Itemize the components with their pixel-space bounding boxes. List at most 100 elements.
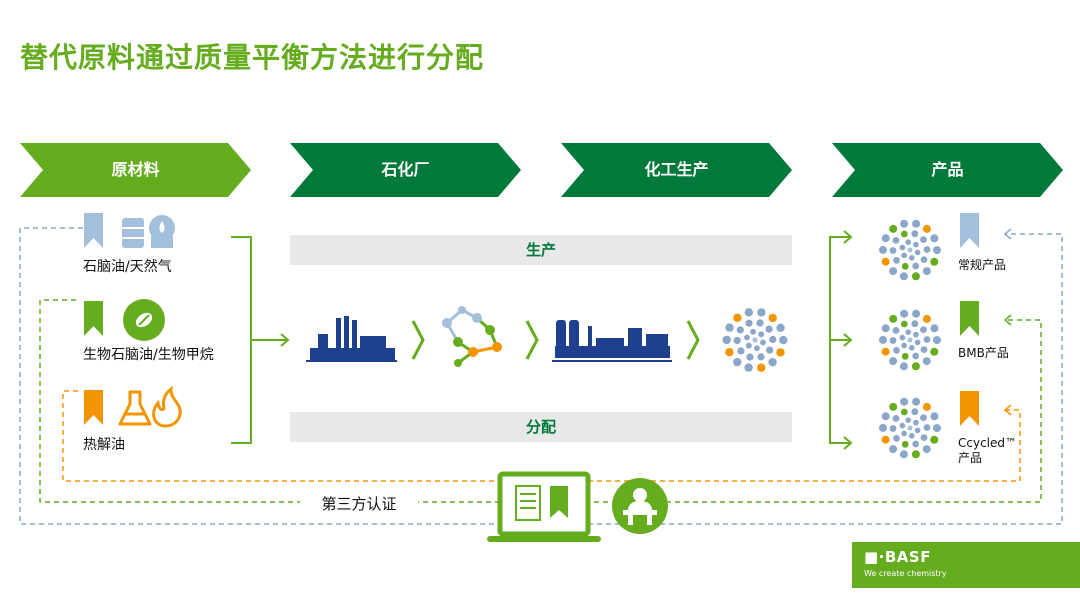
molecule-dot <box>760 339 766 346</box>
molecule-dot <box>930 435 939 444</box>
molecule-dot <box>901 252 907 259</box>
molecule-dot <box>911 272 920 281</box>
molecule-dot <box>923 246 931 253</box>
molecule-dot <box>889 224 898 233</box>
stage-chevron-1 <box>20 143 251 197</box>
molecule-dot <box>914 339 921 346</box>
molecule-dot <box>907 425 913 431</box>
molecule-dot <box>933 336 941 345</box>
molecule-sphere-icon-conventional <box>879 219 941 281</box>
molecule-dot <box>879 245 887 254</box>
molecule-dot <box>899 244 906 251</box>
molecule-dot <box>899 450 908 459</box>
molecule-sphere-icon-ccycled <box>879 397 941 459</box>
molecule-dot <box>923 336 931 343</box>
molecule-dot <box>907 337 913 343</box>
molecule-dot <box>922 445 931 454</box>
molecule-dot <box>899 362 908 371</box>
molecule-dot <box>922 402 931 411</box>
basf-tagline: We create chemistry <box>864 569 947 578</box>
molecule-dot <box>913 419 919 426</box>
feedstock-label-naphtha-gas: 石脑油/天然气 <box>83 259 172 275</box>
molecule-dot <box>881 257 890 266</box>
molecule-dot <box>933 424 941 433</box>
molecule-dot <box>733 313 742 322</box>
molecule-dot <box>912 219 921 228</box>
molecule-dot <box>881 234 890 243</box>
molecule-dot <box>736 326 744 334</box>
bookmark-icon-conventional-product <box>960 213 979 248</box>
molecule-dot <box>889 425 897 432</box>
stage-chevron-2 <box>290 143 521 197</box>
product-label-ccycled: Ccycled™ <box>958 436 1018 450</box>
molecule-dot <box>757 353 765 361</box>
molecule-dot <box>776 348 785 357</box>
molecule-dot <box>725 348 734 357</box>
molecule-dot <box>750 328 756 335</box>
molecule-dot <box>745 342 752 349</box>
molecule-dot <box>901 430 907 437</box>
production-band-label: 生产 <box>525 241 556 259</box>
molecule-dot <box>922 224 931 233</box>
molecule-dot <box>912 262 920 270</box>
molecule-dot <box>881 347 890 356</box>
molecule-dot <box>901 352 909 360</box>
third-party-certification-label: 第三方认证 <box>300 494 418 514</box>
molecule-dot <box>911 230 919 238</box>
feedstock-label-bio-naphtha: 生物石脑油/生物甲烷 <box>83 347 214 363</box>
molecule-dot <box>745 319 753 327</box>
molecule-dot <box>922 357 931 366</box>
molecule-dot <box>893 257 900 264</box>
molecule-dot <box>766 346 774 354</box>
molecule-dot <box>758 331 765 338</box>
molecule-dot <box>922 267 931 276</box>
molecule-network-icon <box>442 306 502 367</box>
distribution-band-label: 分配 <box>525 418 556 436</box>
molecule-dot <box>900 309 909 318</box>
molecule-dot <box>733 357 742 367</box>
molecule-sphere-icon-intermediate <box>722 308 788 372</box>
molecule-dot <box>733 336 741 345</box>
molecule-dot <box>901 342 907 349</box>
molecule-dot <box>911 362 920 371</box>
molecule-dot <box>901 440 909 448</box>
molecule-dot <box>914 249 921 256</box>
molecule-dot <box>776 323 785 332</box>
gas-tank-icon <box>149 215 175 248</box>
molecule-dot <box>768 358 777 367</box>
molecule-dot <box>900 408 908 416</box>
molecule-dot <box>889 337 897 344</box>
molecule-dot <box>879 423 887 432</box>
molecule-dot <box>901 262 909 270</box>
molecule-dot <box>769 335 777 344</box>
molecule-dot <box>930 234 939 243</box>
molecule-dot <box>914 427 921 434</box>
molecule-dot <box>744 334 750 341</box>
molecule-dot <box>757 308 766 317</box>
molecule-dot <box>933 246 941 255</box>
molecule-dot <box>920 256 928 263</box>
page-title: 替代原料通过质量平衡方法进行分配 <box>20 41 485 74</box>
bookmark-icon-ccycled-product <box>960 391 979 426</box>
product-label-conventional: 常规产品 <box>958 258 1007 272</box>
molecule-dot <box>907 247 913 253</box>
molecule-dot <box>911 450 920 459</box>
molecule-dot <box>900 397 909 406</box>
production-band: 生产 <box>290 235 792 265</box>
molecule-dot <box>905 239 911 245</box>
molecule-dot <box>909 345 915 351</box>
biogas-icon <box>123 299 165 341</box>
molecule-dot <box>881 412 890 421</box>
molecule-dot <box>744 308 753 317</box>
bookmark-icon-blue <box>84 213 103 248</box>
molecule-dot <box>889 247 897 254</box>
flame-icon <box>152 385 182 428</box>
molecule-dot <box>881 324 890 333</box>
basf-logo-text: ■·BASF <box>864 548 931 566</box>
product-label-bmb: BMB产品 <box>958 346 1009 360</box>
molecule-dot <box>905 417 911 424</box>
molecule-dot <box>900 230 908 238</box>
molecule-dot <box>765 325 773 333</box>
